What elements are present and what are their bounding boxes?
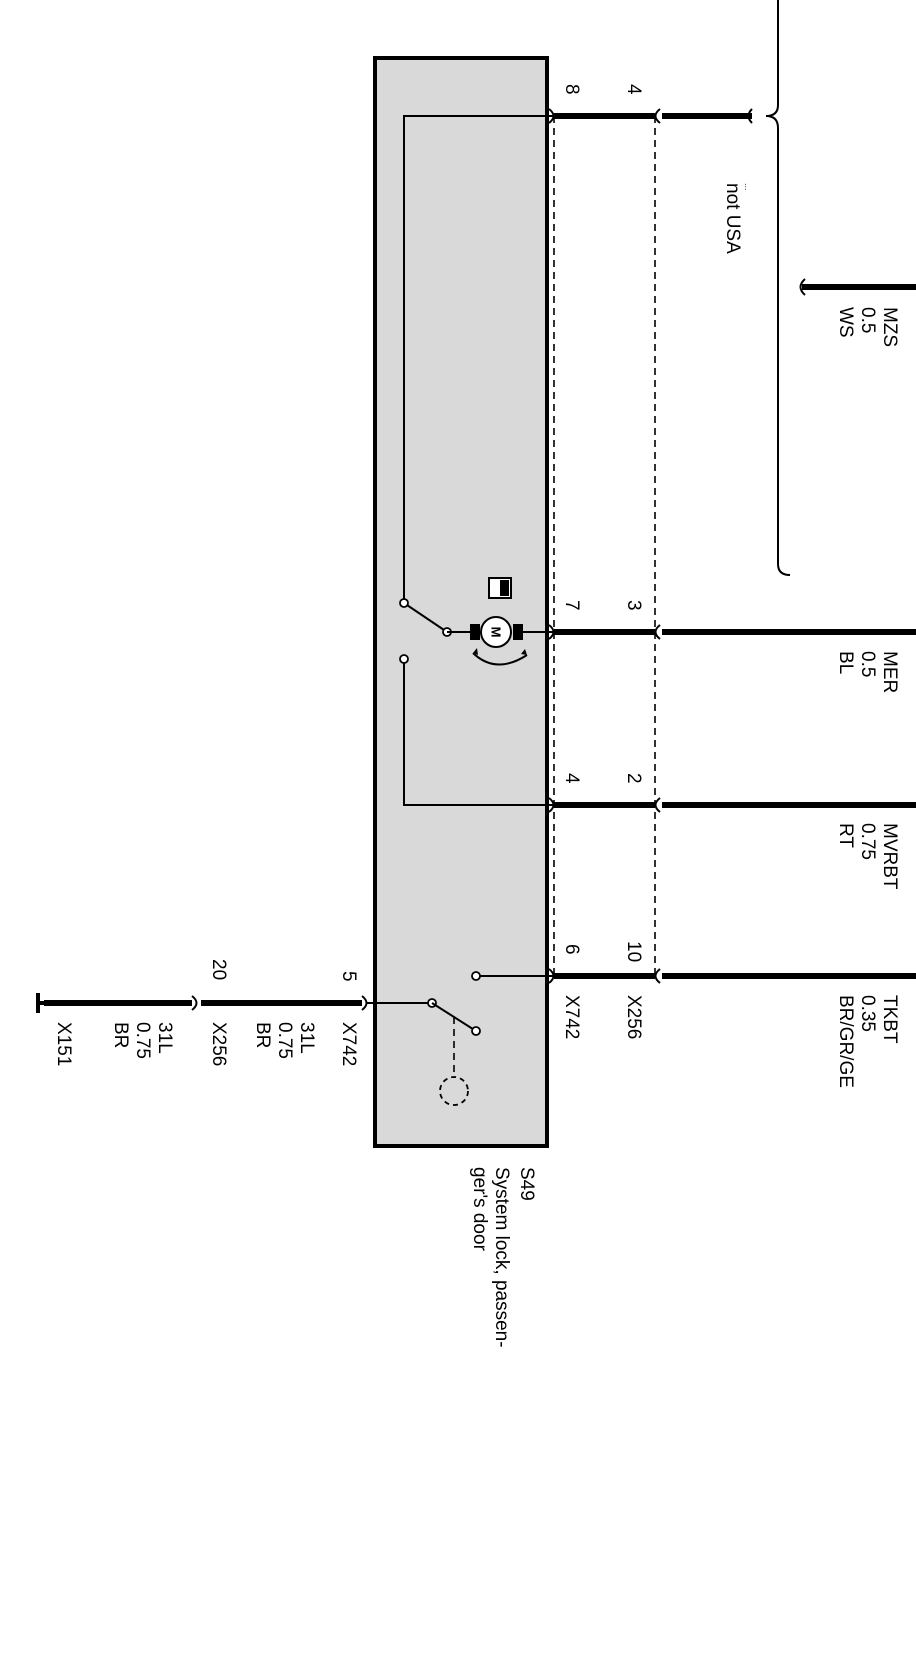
component-id: S49 (516, 1167, 537, 1201)
ground-x256-connector: X256 (208, 1022, 229, 1066)
switch-icon (367, 998, 481, 1106)
variant-brace (765, 0, 791, 576)
switch-blade (403, 602, 448, 633)
ground-icon (36, 993, 46, 1013)
actuator-block-icon (488, 577, 512, 599)
connector-x256-label: X256 (623, 995, 644, 1039)
ground-wire2-size: 0.75 (132, 1022, 153, 1059)
wire-tkbt-name: TKBT (879, 995, 900, 1044)
wire-mvrbt-size: 0.75 (857, 823, 878, 860)
tkbt-switch-node (471, 971, 481, 981)
internal-wire-pin4 (403, 659, 554, 806)
wire-tkbt-color: BR/GR/GE (835, 995, 856, 1088)
ground-wire2-color: BR (110, 1022, 131, 1048)
pin-ground-x742: 5 (338, 971, 359, 982)
ground-point-label: X151 (53, 1022, 74, 1066)
wire-mzs-size: 0.5 (857, 307, 878, 333)
ground-wire2-name: 31L (154, 1022, 175, 1054)
harness-wires (662, 108, 916, 979)
ground-wire1-size: 0.75 (274, 1022, 295, 1059)
variant-note: not USA (722, 183, 743, 254)
pin-x742-7: 7 (561, 600, 582, 611)
pin-contacts (191, 108, 661, 1011)
motor-label: M (489, 627, 504, 638)
component-name-line2: ger's door (469, 1167, 490, 1252)
plug-housing (553, 116, 656, 976)
wire-mzs-color: WS (835, 307, 856, 338)
ground-wire1-color: BR (252, 1022, 273, 1048)
component-name-line1: System lock, passen- (491, 1167, 512, 1348)
wire-tkbt-size: 0.35 (857, 995, 878, 1032)
pin-ground-x256: 20 (208, 959, 229, 980)
switch-node-a (399, 598, 409, 608)
switch-node-c (399, 654, 409, 664)
connector-wires (554, 113, 655, 979)
pin-x256-2: 2 (623, 773, 644, 784)
connector-x742-label: X742 (561, 995, 582, 1039)
motor-icon: M (470, 616, 554, 666)
pin-x742-8: 8 (561, 84, 582, 95)
ground-circuit (36, 993, 362, 1013)
pin-x256-3: 3 (623, 600, 644, 611)
internal-wire-pin8 (403, 115, 554, 603)
internal-circuit: M (367, 115, 554, 1106)
wire-mvrbt-color: RT (835, 823, 856, 848)
pin-x742-6: 6 (561, 944, 582, 955)
wire-mzs-name: MZS (879, 307, 900, 347)
wire-mer-name: MER (879, 651, 900, 693)
pin-x256-4: 4 (623, 84, 644, 95)
pin-x256-10: 10 (623, 941, 644, 962)
wire-mvrbt-name: MVRBT (879, 823, 900, 890)
variant-mark: ... (743, 183, 753, 191)
ground-x742-connector: X742 (338, 1022, 359, 1066)
wire-mer-size: 0.5 (857, 651, 878, 677)
ground-wire1-name: 31L (296, 1022, 317, 1054)
pin-x742-4: 4 (561, 773, 582, 784)
wire-mer-color: BL (835, 651, 856, 674)
